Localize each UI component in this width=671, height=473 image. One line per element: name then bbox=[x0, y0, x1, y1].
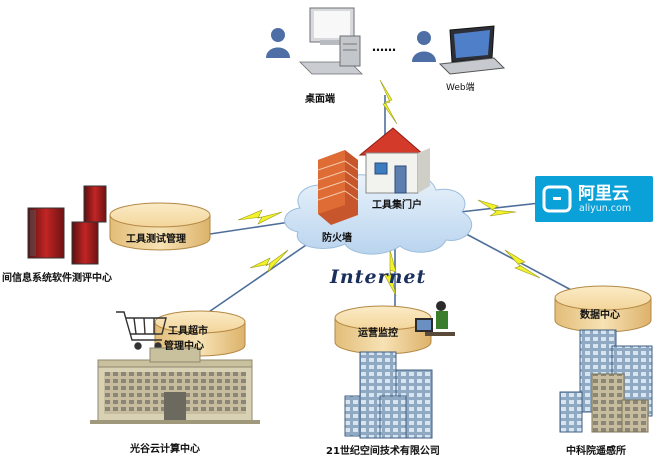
dots: …… bbox=[372, 40, 396, 54]
web-label: Web端 bbox=[446, 83, 475, 93]
lightning-bolts bbox=[237, 79, 541, 297]
aliyun-url: aliyun.com bbox=[579, 203, 632, 214]
internet-label: Internet bbox=[330, 266, 427, 288]
institute-buildings bbox=[559, 329, 653, 433]
cloud-center-label: 光谷云计算中心 bbox=[130, 444, 200, 455]
data-center-label: 数据中心 bbox=[580, 310, 620, 321]
aliyun-logo: 阿里云 aliyun.com bbox=[535, 176, 653, 222]
desktop-label: 桌面端 bbox=[305, 94, 335, 105]
firewall-label: 防火墙 bbox=[322, 233, 352, 244]
institute-label: 中科院遥感所 bbox=[566, 446, 626, 457]
disk-tool-supermarket bbox=[154, 310, 246, 357]
test-management-label: 工具测试管理 bbox=[126, 234, 186, 245]
desktop-user-icon bbox=[266, 7, 363, 75]
aliyun-logo-icon bbox=[542, 185, 572, 213]
disk-test-management bbox=[109, 202, 211, 251]
cloud-center-building bbox=[90, 347, 260, 424]
server-rack-icons bbox=[27, 185, 107, 265]
firewall-icon bbox=[317, 150, 359, 225]
operator-icon bbox=[415, 301, 455, 336]
company-label: 21世纪空间技术有限公司 bbox=[326, 446, 440, 457]
aliyun-name: 阿里云 bbox=[578, 184, 629, 204]
ops-label: 运营监控 bbox=[358, 328, 398, 339]
disk-data-center bbox=[554, 285, 652, 333]
supermarket-label-1: 工具超市 bbox=[168, 326, 208, 337]
supermarket-label-2: 管理中心 bbox=[164, 341, 204, 352]
portal-label: 工具集门户 bbox=[372, 200, 422, 211]
company-buildings bbox=[344, 351, 433, 439]
test-center-label: 间信息系统软件测评中心 bbox=[2, 273, 112, 284]
portal-house-icon bbox=[358, 127, 430, 194]
web-user-icon bbox=[412, 25, 506, 75]
